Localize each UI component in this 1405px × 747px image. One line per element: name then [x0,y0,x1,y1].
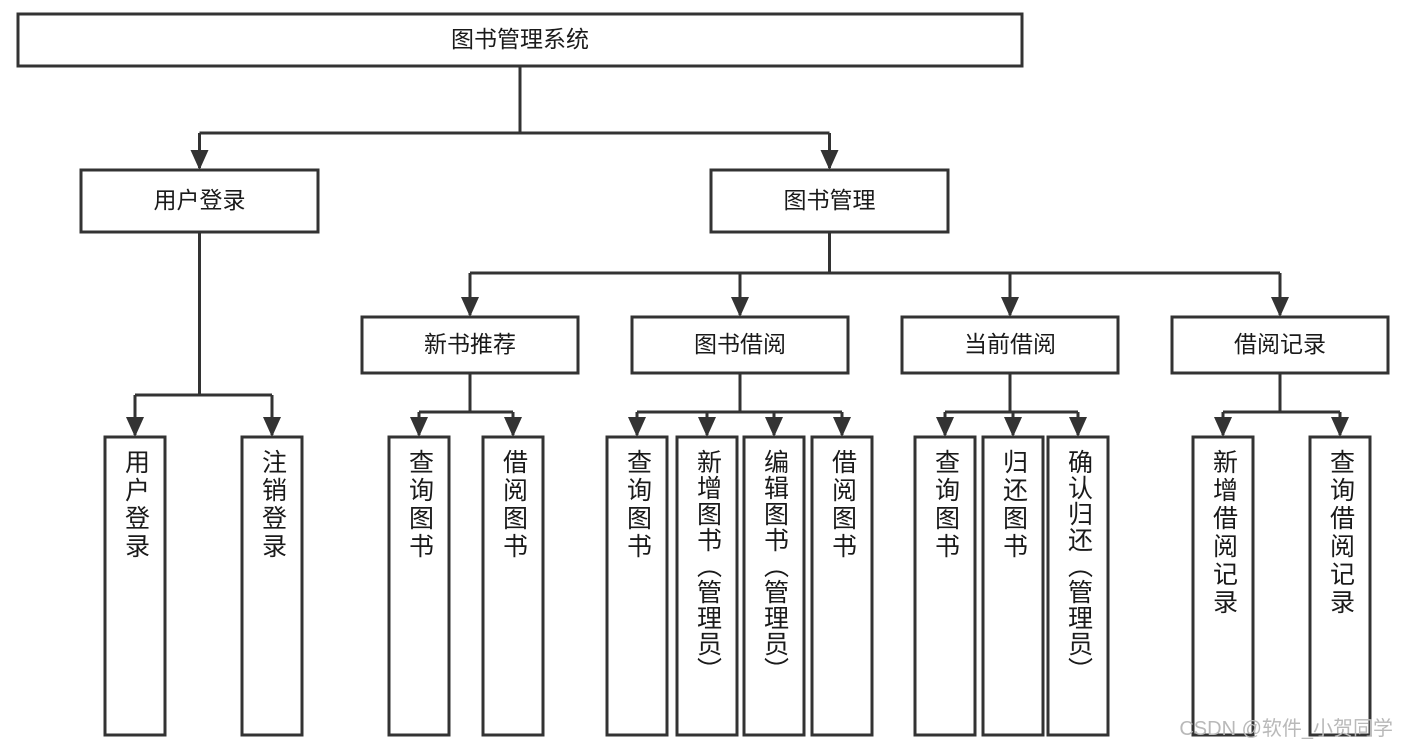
arrow-head-icon-leaf-query-borrow-record [1331,417,1349,437]
arrow-head-icon-new-book-recommend [461,297,479,317]
node-label-current-borrow: 当前借阅 [964,331,1056,357]
arrow-head-icon-leaf-return-book [1004,417,1022,437]
node-box-leaf-return-book[interactable] [981,435,1045,737]
node-label-root: 图书管理系统 [451,26,589,52]
node-box-book-borrow[interactable] [630,315,850,375]
node-box-book-manage[interactable] [709,168,950,234]
arrow-head-icon-borrow-record [1271,297,1289,317]
arrow-head-icon-book-borrow [731,297,749,317]
node-box-leaf-edit-book[interactable] [742,435,806,737]
arrow-head-icon-leaf-query-book-rec [410,417,428,437]
arrow-head-icon-book-manage [820,150,839,170]
node-box-current-borrow[interactable] [900,315,1120,375]
node-box-borrow-record[interactable] [1170,315,1390,375]
arrow-head-icon-leaf-confirm-return [1069,417,1087,437]
node-label-borrow-record: 借阅记录 [1234,331,1326,357]
node-box-leaf-user-logout[interactable] [240,435,304,737]
node-box-new-book-recommend[interactable] [360,315,580,375]
arrow-head-icon-current-borrow [1001,297,1019,317]
connectors-layer [126,66,1349,437]
node-label-book-manage: 图书管理 [784,187,876,213]
node-box-leaf-borrow-book[interactable] [810,435,874,737]
watermark-text: CSDN @软件_小贺同学 [1179,718,1393,740]
arrow-head-icon-leaf-query-book-borrow [628,417,646,437]
arrow-head-icon-user-login [190,150,209,170]
node-box-leaf-add-book[interactable] [675,435,739,737]
arrow-head-icon-leaf-edit-book [765,417,783,437]
node-label-book-borrow: 图书借阅 [694,331,786,357]
node-box-leaf-confirm-return[interactable] [1046,435,1110,737]
node-box-leaf-query-borrow-record[interactable] [1308,435,1372,737]
node-box-leaf-query-book-borrow[interactable] [605,435,669,737]
node-label-user-login: 用户登录 [154,187,246,213]
node-box-leaf-user-login[interactable] [103,435,167,737]
node-box-user-login[interactable] [79,168,320,234]
arrow-head-icon-leaf-user-logout [263,417,281,437]
arrow-head-icon-leaf-query-book-current [936,417,954,437]
arrow-head-icon-leaf-add-book [698,417,716,437]
arrow-head-icon-leaf-user-login [126,417,144,437]
node-box-leaf-borrow-book-rec[interactable] [481,435,545,737]
node-box-root[interactable] [16,12,1024,68]
arrow-head-icon-leaf-borrow-book [833,417,851,437]
node-box-leaf-add-borrow-record[interactable] [1191,435,1255,737]
node-box-leaf-query-book-rec[interactable] [387,435,451,737]
boxes-layer [16,12,1390,737]
node-box-leaf-query-book-current[interactable] [913,435,977,737]
node-label-new-book-recommend: 新书推荐 [424,331,516,357]
arrow-head-icon-leaf-borrow-book-rec [504,417,522,437]
arrow-head-icon-leaf-add-borrow-record [1214,417,1232,437]
